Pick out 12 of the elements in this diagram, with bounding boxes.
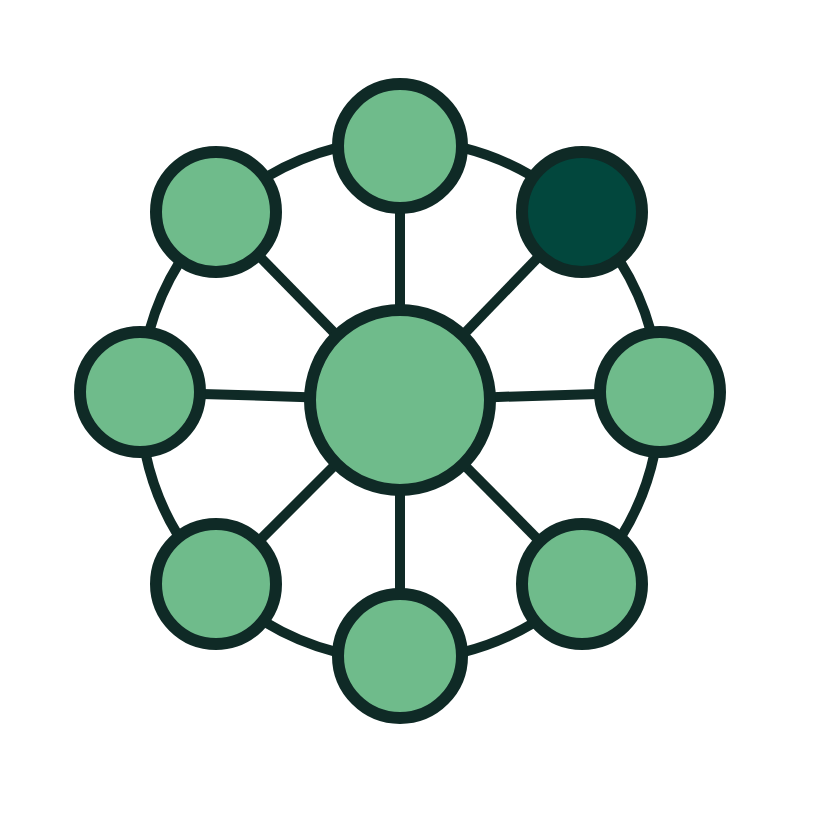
connector-line (615, 258, 656, 333)
connector-line (491, 388, 599, 403)
connector-line (144, 259, 184, 333)
connector-line (201, 388, 309, 403)
connector-line (395, 492, 405, 592)
connector-line (140, 452, 183, 538)
connector-line (256, 461, 339, 544)
connector-line (460, 253, 543, 338)
connector-line (461, 461, 542, 544)
connector-line (395, 210, 405, 308)
connector-line (616, 452, 660, 539)
connector-line (255, 252, 340, 338)
